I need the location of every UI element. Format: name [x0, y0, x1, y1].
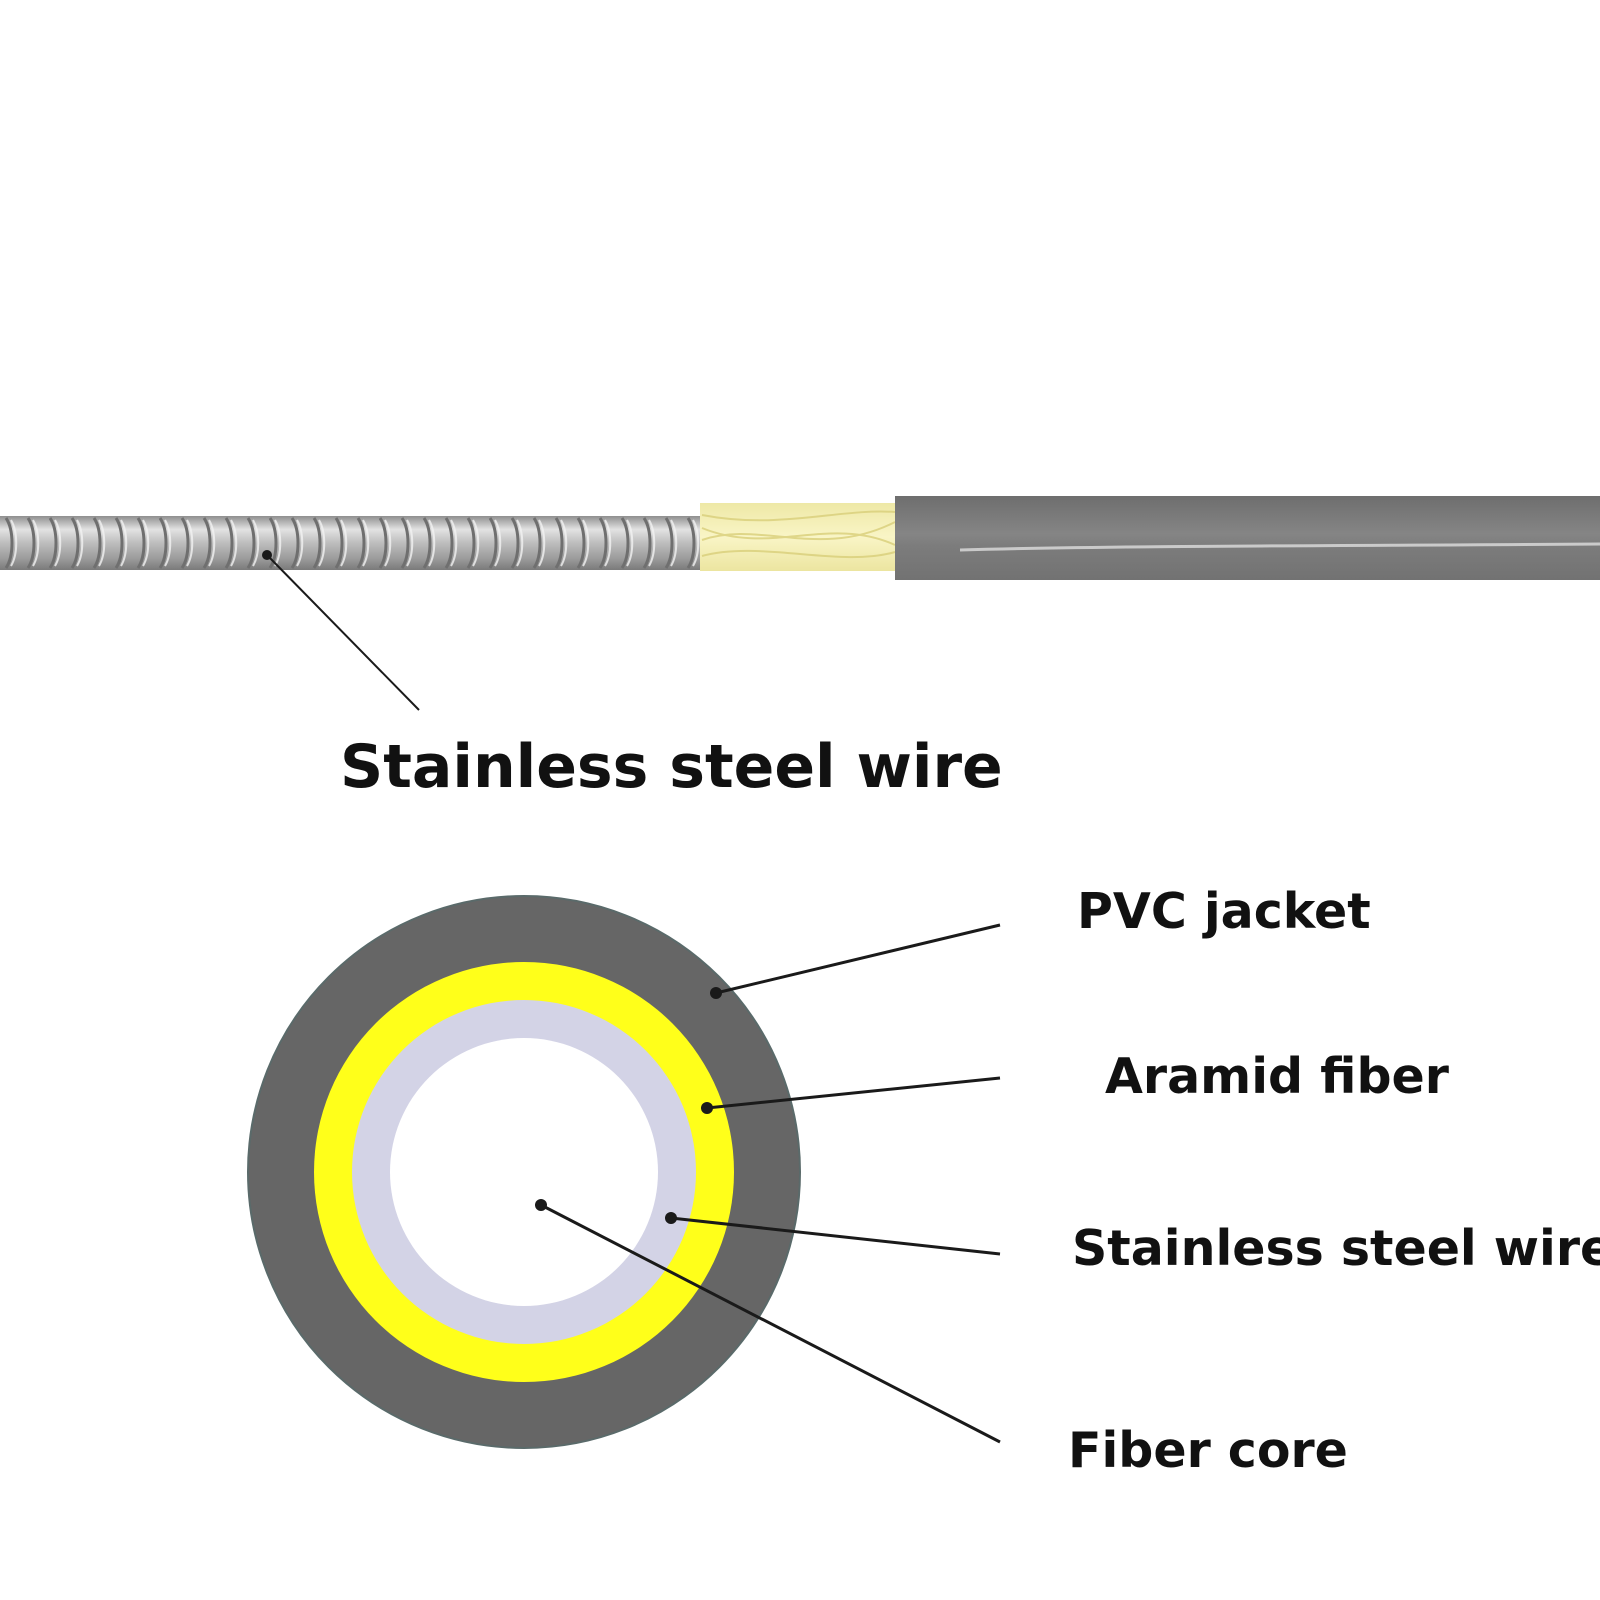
pvc-jacket-section — [895, 496, 1600, 580]
coil-highlight — [230, 519, 238, 567]
coil-ridge — [224, 517, 234, 569]
coil-highlight — [98, 519, 106, 567]
cable-cross-section: PVC jacket Aramid fiber Stainless steel … — [247, 883, 1600, 1479]
coil-ridge — [356, 517, 366, 569]
coil-ridge — [48, 517, 58, 569]
coil-ridge — [400, 517, 410, 569]
coil-ridge — [378, 517, 388, 569]
steel-spiral-armor — [0, 516, 702, 570]
coil-highlight — [428, 519, 436, 567]
coil-ridge — [554, 517, 564, 569]
steel-wire-leader-dot — [262, 550, 272, 560]
coil-highlight — [142, 519, 150, 567]
aramid-fiber-label: Aramid fiber — [1105, 1048, 1450, 1105]
coil-highlight — [208, 519, 216, 567]
coil-ridge — [180, 517, 190, 569]
fiber-core-area — [390, 1038, 658, 1306]
coil-highlight — [384, 519, 392, 567]
leader-lines — [540, 923, 1001, 1444]
pvc-jacket-leader — [715, 923, 1001, 995]
coil-ridge — [642, 517, 652, 569]
coil-ridge — [114, 517, 124, 569]
coil-ridge — [334, 517, 344, 569]
aramid-fiber-leader — [706, 1076, 1001, 1110]
coil-highlight — [120, 519, 128, 567]
coil-ridge — [532, 517, 542, 569]
coil-highlight — [692, 519, 700, 567]
pvc-jacket-dot — [710, 987, 722, 999]
cable-side-view: Stainless steel wire — [0, 496, 1600, 802]
coil-highlight — [472, 519, 480, 567]
coil-ridge — [598, 517, 608, 569]
coil-highlight — [494, 519, 502, 567]
fiber-core-label: Fiber core — [1068, 1422, 1348, 1479]
coil-ridge — [510, 517, 520, 569]
coil-highlight — [274, 519, 282, 567]
coil-ridge — [158, 517, 168, 569]
steel-coil-ridges — [4, 517, 700, 569]
coil-ridge — [312, 517, 322, 569]
coil-ridge — [686, 517, 696, 569]
coil-ridge — [290, 517, 300, 569]
coil-ridge — [444, 517, 454, 569]
coil-ridge — [4, 517, 14, 569]
coil-ridge — [26, 517, 36, 569]
coil-ridge — [422, 517, 432, 569]
coil-highlight — [450, 519, 458, 567]
stainless-steel-wire-layer-label: Stainless steel wire — [1072, 1220, 1600, 1277]
coil-ridge — [202, 517, 212, 569]
steel-wire-leader — [670, 1216, 1001, 1256]
leader-dots — [535, 987, 722, 1224]
coil-highlight — [318, 519, 326, 567]
coil-highlight — [406, 519, 414, 567]
coil-highlight — [54, 519, 62, 567]
coil-highlight — [164, 519, 172, 567]
steel-wire-dot — [665, 1212, 677, 1224]
coil-highlight — [340, 519, 348, 567]
coil-highlight — [626, 519, 634, 567]
coil-highlight — [76, 519, 84, 567]
coil-highlight — [10, 519, 18, 567]
coil-ridge — [466, 517, 476, 569]
coil-highlight — [538, 519, 546, 567]
coil-highlight — [32, 519, 40, 567]
coil-ridge — [664, 517, 674, 569]
fiber-core-leader — [540, 1203, 1001, 1444]
coil-highlight — [516, 519, 524, 567]
coil-ridge — [576, 517, 586, 569]
fiber-core-dot — [535, 1199, 547, 1211]
stainless-steel-wire-label: Stainless steel wire — [340, 732, 1003, 802]
coil-highlight — [296, 519, 304, 567]
coil-highlight — [186, 519, 194, 567]
jacket-highlight — [959, 542, 1600, 552]
steel-wire-leader-line — [266, 554, 420, 711]
coil-ridge — [620, 517, 630, 569]
coil-highlight — [560, 519, 568, 567]
coil-ridge — [92, 517, 102, 569]
coil-ridge — [268, 517, 278, 569]
aramid-fiber-dot — [701, 1102, 713, 1114]
layer-labels: PVC jacket Aramid fiber Stainless steel … — [1068, 883, 1600, 1479]
coil-highlight — [670, 519, 678, 567]
coil-highlight — [252, 519, 260, 567]
coil-ridge — [70, 517, 80, 569]
pvc-jacket-label: PVC jacket — [1077, 883, 1371, 940]
coil-highlight — [362, 519, 370, 567]
coil-ridge — [246, 517, 256, 569]
coil-highlight — [648, 519, 656, 567]
aramid-strands — [701, 510, 896, 559]
coil-highlight — [604, 519, 612, 567]
coil-highlight — [582, 519, 590, 567]
coil-ridge — [488, 517, 498, 569]
coil-ridge — [136, 517, 146, 569]
